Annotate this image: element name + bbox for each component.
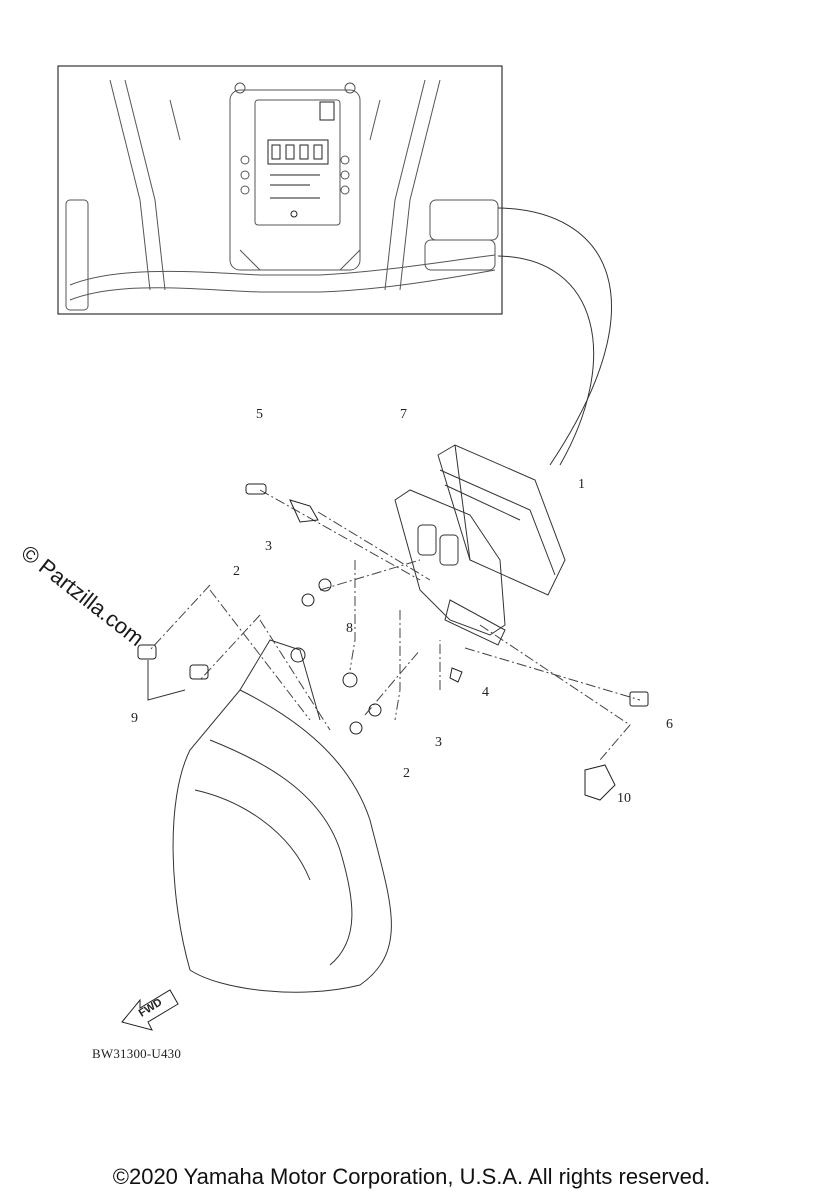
part-6-clip <box>629 691 649 707</box>
leader-curve-upper <box>497 207 612 466</box>
callout-5: 5 <box>256 407 263 422</box>
callout-8: 8 <box>346 621 353 636</box>
callout-10: 10 <box>617 791 631 806</box>
callout-3-lower: 3 <box>435 735 442 750</box>
callout-2-upper: 2 <box>233 564 240 579</box>
callout-9: 9 <box>131 711 138 726</box>
callout-3-upper: 3 <box>265 539 272 554</box>
part-4-screw <box>449 667 463 683</box>
part-5-bolt <box>245 483 267 495</box>
part-1-meter-assembly <box>437 444 566 596</box>
headlight-cowl <box>172 639 392 993</box>
part-5-connector <box>289 499 319 523</box>
drawing-code: BW31300-U430 <box>92 1046 182 1061</box>
part-9-bolt-b <box>189 664 209 680</box>
callout-2-lower: 2 <box>403 766 410 781</box>
part-10-sensor <box>584 764 616 801</box>
callout-7: 7 <box>400 407 407 422</box>
copyright-notice: ©2020 Yamaha Motor Corporation, U.S.A. A… <box>112 1164 711 1189</box>
part-9-bolt-a <box>137 644 157 660</box>
part-2-bolt-upper <box>301 593 315 607</box>
callout-6: 6 <box>666 717 673 732</box>
inset-frame <box>57 65 503 315</box>
part-7-bracket <box>394 489 506 646</box>
part-8-damper-b <box>342 672 358 688</box>
callout-4: 4 <box>482 685 489 700</box>
part-3-grommet-upper <box>318 578 332 592</box>
leader-curve-lower <box>497 255 595 466</box>
part-8-damper-a <box>290 647 306 663</box>
callout-1: 1 <box>578 477 585 492</box>
fwd-arrow <box>121 989 179 1031</box>
dashboard-inset <box>65 79 499 311</box>
part-3-grommet-lower <box>368 703 382 717</box>
part-2-bolt-lower <box>349 721 363 735</box>
